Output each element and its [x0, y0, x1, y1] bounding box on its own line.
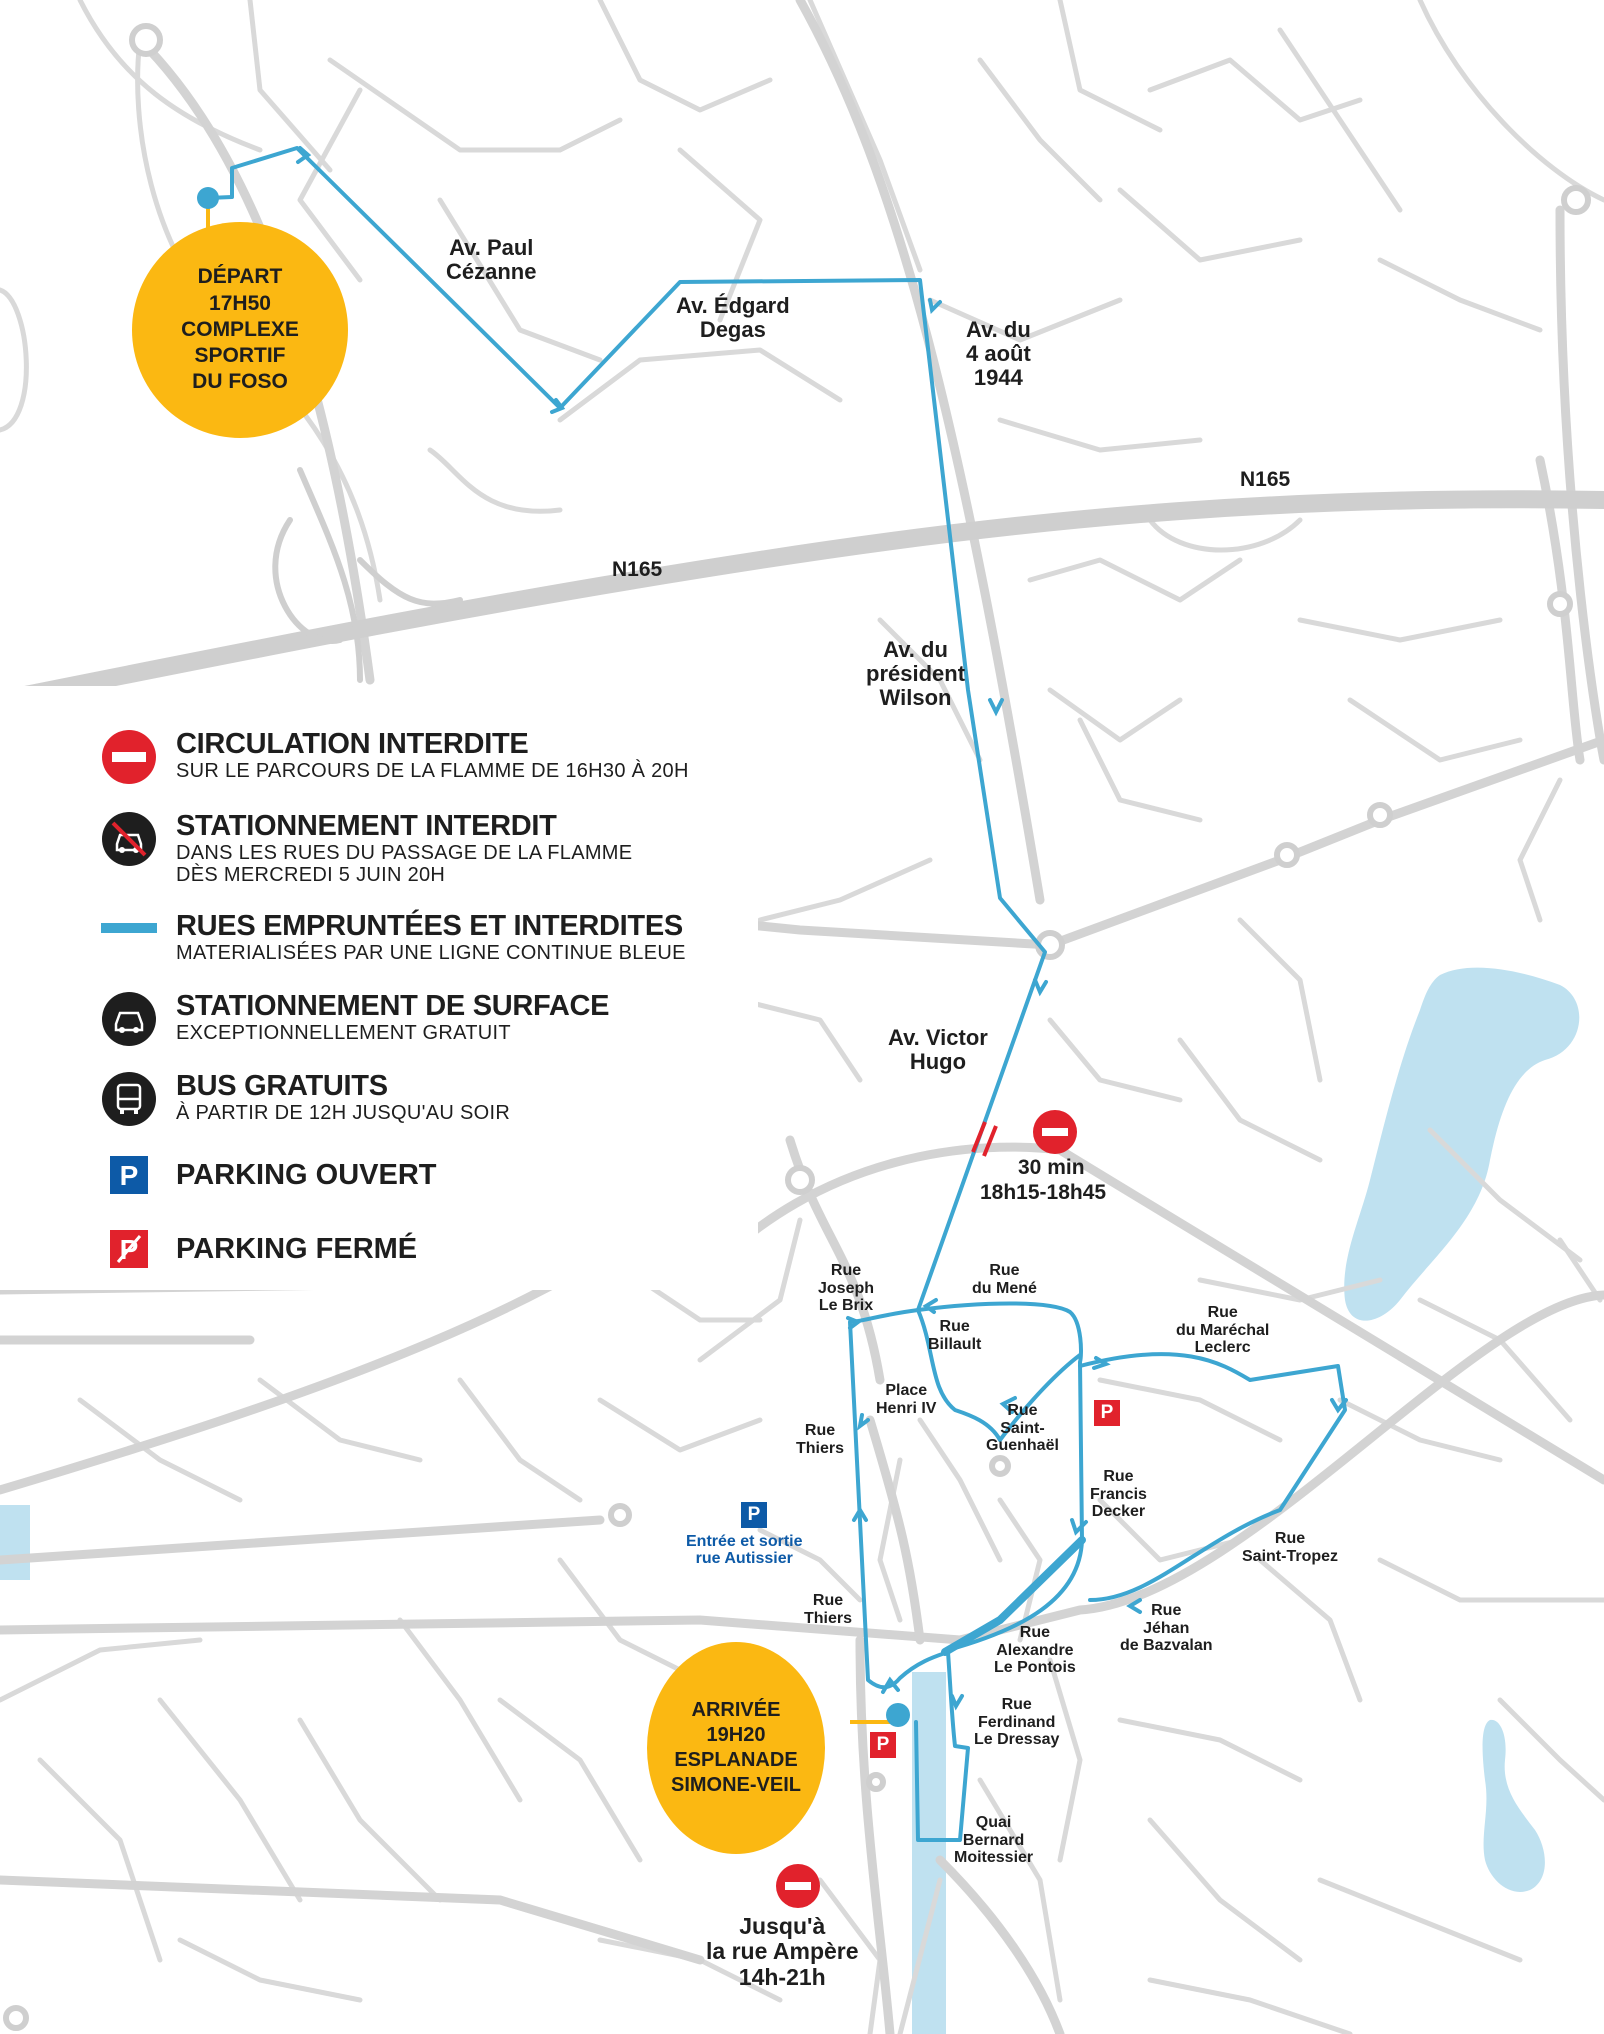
parking-letter: P [120, 1160, 139, 1191]
street-label-le-brix: Rue Joseph Le Brix [818, 1262, 875, 1315]
street-label-saint-tropez: Rue Saint-Tropez [1242, 1530, 1339, 1565]
legend-subtitle: SUR LE PARCOURS DE LA FLAMME DE 16H30 À … [176, 760, 689, 782]
legend-subtitle: À PARTIR DE 12H JUSQU'AU SOIR [176, 1102, 511, 1124]
legend-panel: CIRCULATION INTERDITE SUR LE PARCOURS DE… [0, 686, 758, 1290]
street-label-victor-hugo: Av. Victor Hugo [888, 1025, 988, 1075]
street-label-thiers-south: Rue Thiers [804, 1592, 853, 1627]
legend-subtitle: DANS LES RUES DU PASSAGE DE LA FLAMME DÈ… [176, 842, 633, 886]
highway-label-n165-west: N165 [612, 558, 663, 581]
parking-entrance-label: Entrée et sortie rue Autissier [686, 1533, 803, 1567]
parking-closed-icon-esplanade: P [870, 1732, 896, 1758]
street-label-edgard-degas: Av. Édgard Degas [676, 293, 790, 343]
barrier-icon [971, 1121, 998, 1157]
street-label-marechal-leclerc: Rue du Maréchal Leclerc [1176, 1304, 1270, 1357]
finish-dot [886, 1703, 910, 1727]
legend-title: STATIONNEMENT INTERDIT [176, 810, 557, 842]
start-dot [197, 187, 219, 209]
street-label-4-aout-1944: Av. du 4 août 1944 [966, 317, 1031, 391]
street-label-jehan-de-bazvalan: Rue Jéhan de Bazvalan [1120, 1602, 1213, 1655]
street-label-place-henri-iv: Place Henri IV [876, 1382, 937, 1417]
bus-icon [100, 1070, 158, 1128]
legend-title: BUS GRATUITS [176, 1070, 388, 1102]
finish-bubble: ARRIVÉE 19H20 ESPLANADE SIMONE-VEIL [647, 1642, 825, 1854]
street-label-billault: Rue Billault [928, 1318, 982, 1353]
route-west-leg [848, 1308, 950, 1690]
route-center-loop [916, 1301, 1084, 1652]
route-arrows [296, 146, 1348, 1711]
no-entry-icon-victor-hugo [1033, 1110, 1077, 1154]
no-parking-icon [100, 810, 158, 868]
route-start-segment [206, 146, 1047, 1312]
street-label-francis-decker: Rue Francis Decker [1090, 1468, 1147, 1521]
legend-title: PARKING FERMÉ [176, 1233, 418, 1265]
parking-closed-icon: P [100, 1220, 158, 1278]
street-label-du-mene: Rue du Mené [972, 1262, 1037, 1297]
legend-subtitle: MATERIALISÉES PAR UNE LIGNE CONTINUE BLE… [176, 942, 686, 964]
legend-title: PARKING OUVERT [176, 1159, 437, 1191]
street-label-wilson: Av. du président Wilson [866, 637, 966, 711]
street-label-le-dressay: Rue Ferdinand Le Dressay [974, 1696, 1060, 1749]
legend-subtitle: EXCEPTIONNELLEMENT GRATUIT [176, 1022, 511, 1044]
highway-label-n165-east: N165 [1240, 468, 1291, 491]
legend-item-stationnement-surface: STATIONNEMENT DE SURFACE EXCEPTIONNELLEM… [100, 990, 609, 1048]
legend-item-rues-empruntees: RUES EMPRUNTÉES ET INTERDITES MATERIALIS… [100, 910, 686, 964]
no-entry-icon [100, 728, 158, 786]
water-west-edge [0, 1505, 30, 1580]
closure-victor-hugo-hours: 18h15-18h45 [980, 1181, 1107, 1204]
route-canal-loop [914, 1650, 970, 1842]
no-entry-icon-ampere [776, 1864, 820, 1908]
street-label-saint-guenhael: Rue Saint- Guenhaël [986, 1402, 1059, 1455]
torch-route [206, 146, 1347, 1842]
start-bubble: DÉPART 17H50 COMPLEXE SPORTIF DU FOSO [132, 222, 348, 438]
legend-item-bus-gratuits: BUS GRATUITS À PARTIR DE 12H JUSQU'AU SO… [100, 1070, 510, 1128]
car-icon [100, 990, 158, 1048]
route-line-icon [100, 910, 158, 946]
parking-open-icon-autissier: P [741, 1502, 767, 1528]
legend-title: RUES EMPRUNTÉES ET INTERDITES [176, 910, 683, 942]
route-thick [941, 1536, 1086, 1656]
highway-n165 [0, 467, 1604, 709]
pond-south [1482, 1719, 1545, 1892]
roundabouts [3, 23, 1591, 2031]
parking-closed-icon-leclerc: P [1094, 1400, 1120, 1426]
legend-item-circulation-interdite: CIRCULATION INTERDITE SUR LE PARCOURS DE… [100, 728, 689, 786]
lake-east [1344, 967, 1580, 1321]
legend-title: STATIONNEMENT DE SURFACE [176, 990, 610, 1022]
legend-item-parking-ferme: P PARKING FERMÉ [100, 1220, 417, 1278]
closure-ampere-text: Jusqu'à la rue Ampère 14h-21h [706, 1913, 859, 1990]
route-billault [916, 1308, 1082, 1442]
street-label-thiers-north: Rue Thiers [796, 1422, 845, 1457]
legend-item-stationnement-interdit: STATIONNEMENT INTERDIT DANS LES RUES DU … [100, 810, 632, 886]
street-label-paul-cezanne: Av. Paul Cézanne [446, 235, 537, 285]
closure-victor-hugo-duration: 30 min [1018, 1156, 1085, 1179]
legend-item-parking-ouvert: P PARKING OUVERT [100, 1146, 436, 1204]
parking-open-icon: P [100, 1146, 158, 1204]
street-label-le-pontois: Rue Alexandre Le Pontois [994, 1624, 1076, 1677]
route-leclerc-loop [1078, 1352, 1347, 1602]
legend-title: CIRCULATION INTERDITE [176, 728, 529, 760]
street-label-moitessier: Quai Bernard Moitessier [954, 1814, 1034, 1867]
